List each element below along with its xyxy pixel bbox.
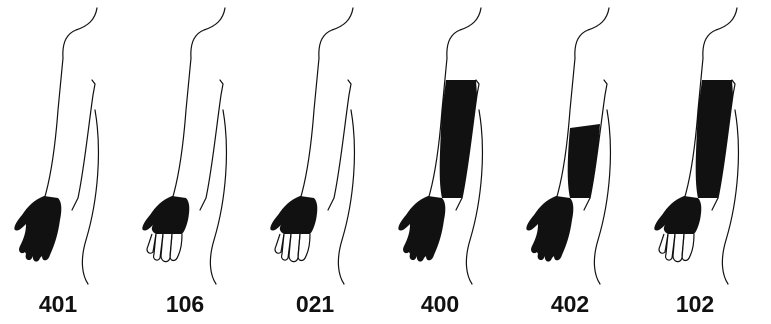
- figure-label-402: 402: [530, 290, 610, 318]
- figure-label-106: 106: [145, 290, 225, 318]
- figure-label-021: 021: [275, 290, 355, 318]
- figure-label-102: 102: [655, 290, 735, 318]
- figure-021: [270, 8, 354, 284]
- figure-400: [398, 8, 482, 284]
- figure-401: [14, 8, 98, 284]
- figure-106: [142, 8, 226, 284]
- figure-102: [654, 8, 738, 284]
- figure-402: [526, 8, 610, 284]
- figure-label-400: 400: [400, 290, 480, 318]
- figure-label-401: 401: [18, 290, 98, 318]
